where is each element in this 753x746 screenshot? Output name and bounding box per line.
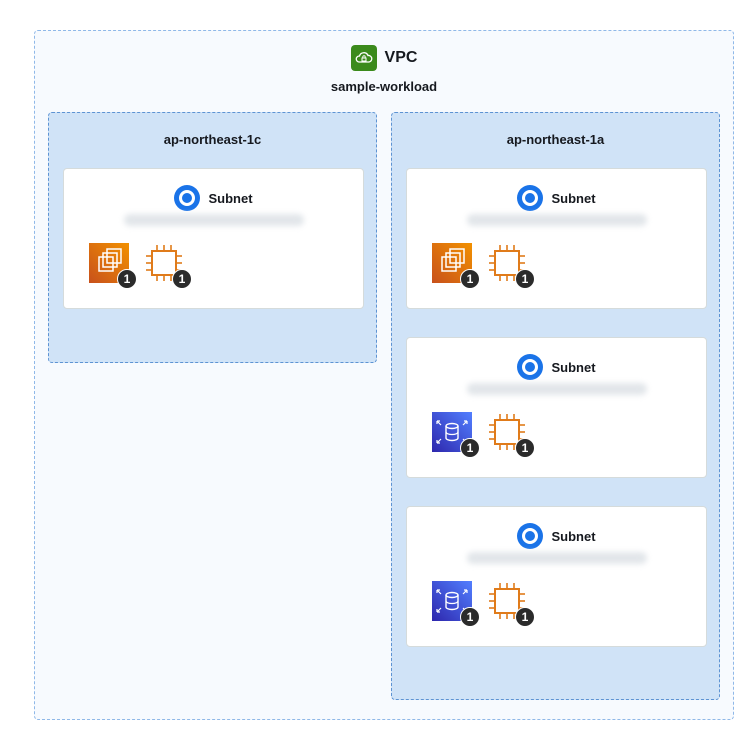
subnet-label: Subnet [551,359,596,375]
subnet-icon [517,523,544,549]
subnet-label: Subnet [551,190,596,206]
count-badge: 1 [172,269,192,289]
subnet-card[interactable]: Subnet subnet-0abcdef1234567890 1 [406,506,707,647]
subnet-icon [517,185,544,211]
subnet-icon [174,185,201,211]
az-title: ap-northeast-1a [506,132,605,147]
count-badge: 1 [117,269,137,289]
ec2-autoscaling-icon[interactable]: 1 [432,243,480,289]
count-badge: 1 [460,607,480,627]
subnet-id-redacted: subnet-01234abcd5678ef90 [467,383,647,395]
vpc-title: VPC [384,49,418,66]
subnet-label: Subnet [208,190,253,206]
ec2-instance-chip-icon[interactable]: 1 [144,243,192,289]
subnet-header: Subnet [407,523,706,549]
az-ap-northeast-1a: ap-northeast-1a Subnet subnet-0f9e8d7c6b… [391,112,720,700]
subnet-id-redacted: subnet-0abcdef1234567890 [467,552,647,564]
count-badge: 1 [515,269,535,289]
subnet-id-redacted: subnet-0a1b2c3d4e5f6a7b8 [124,214,304,226]
subnet-label: Subnet [551,528,596,544]
subnet-header: Subnet [64,185,363,211]
subnet-header: Subnet [407,354,706,380]
count-badge: 1 [460,269,480,289]
ec2-instance-chip-icon[interactable]: 1 [487,581,535,627]
az-ap-northeast-1c: ap-northeast-1c Subnet subnet-0a1b2c3d4e… [48,112,377,363]
ec2-autoscaling-icon[interactable]: 1 [89,243,137,289]
ec2-instance-chip-icon[interactable]: 1 [487,243,535,289]
subnet-card[interactable]: Subnet subnet-0a1b2c3d4e5f6a7b8 1 [63,168,364,309]
ec2-instance-chip-icon[interactable]: 1 [487,412,535,458]
az-title: ap-northeast-1c [163,132,262,147]
subnet-card[interactable]: Subnet subnet-0f9e8d7c6b5a4f3e2 1 [406,168,707,309]
subnet-card[interactable]: Subnet subnet-01234abcd5678ef90 1 [406,337,707,478]
count-badge: 1 [515,607,535,627]
vpc-name: sample-workload [330,79,438,94]
rds-database-icon[interactable]: 1 [432,412,480,458]
count-badge: 1 [460,438,480,458]
vpc-cloud-lock-icon [350,45,377,71]
vpc-header: VPC [35,45,733,71]
subnet-icon [517,354,544,380]
rds-database-icon[interactable]: 1 [432,581,480,627]
subnet-id-redacted: subnet-0f9e8d7c6b5a4f3e2 [467,214,647,226]
subnet-header: Subnet [407,185,706,211]
count-badge: 1 [515,438,535,458]
